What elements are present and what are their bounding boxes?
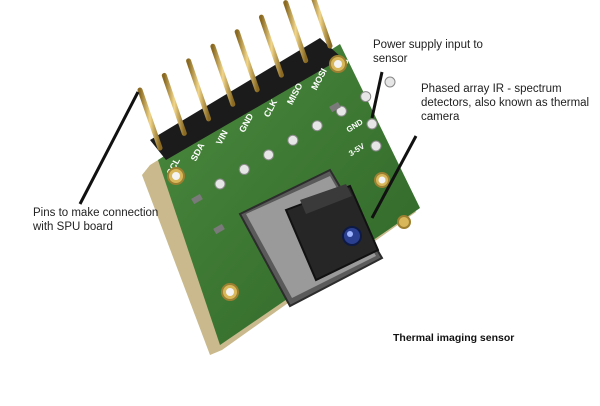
header-pin <box>234 29 260 93</box>
annotation-power-supply: Power supply input to sensor <box>373 39 483 65</box>
header-pin <box>137 87 163 151</box>
smd-component <box>329 101 341 113</box>
figure-caption: Thermal imaging sensor <box>393 332 515 344</box>
smd-component <box>191 193 203 205</box>
pin-pad <box>214 178 226 190</box>
pin-pad <box>287 134 299 146</box>
side-pad-gnd <box>366 118 378 130</box>
pin-pad <box>311 120 323 132</box>
header-pin <box>283 0 309 64</box>
callout-line-phased <box>370 135 418 219</box>
pin-pad <box>360 91 372 103</box>
pin-pads <box>214 76 396 190</box>
pin-header <box>150 38 342 160</box>
callout-line-pins <box>78 91 140 205</box>
header-pin <box>311 0 333 49</box>
pin-pad <box>263 149 275 161</box>
pin-pad <box>238 163 250 175</box>
annotation-pins: Pins to make connection with SPU board <box>33 207 159 233</box>
pin-pad <box>335 105 347 117</box>
annotation-phased-array: Phased array IR - spectrum detectors, al… <box>421 83 590 123</box>
header-pins <box>137 0 333 151</box>
header-pin <box>186 58 212 122</box>
smd-component <box>213 223 225 235</box>
header-pin <box>210 43 236 107</box>
mounting-hole <box>397 215 411 229</box>
pin-pad <box>384 76 396 88</box>
side-pad-power <box>370 140 382 152</box>
callout-line-power <box>370 71 384 119</box>
header-pin <box>161 72 187 136</box>
header-pin <box>258 14 284 78</box>
